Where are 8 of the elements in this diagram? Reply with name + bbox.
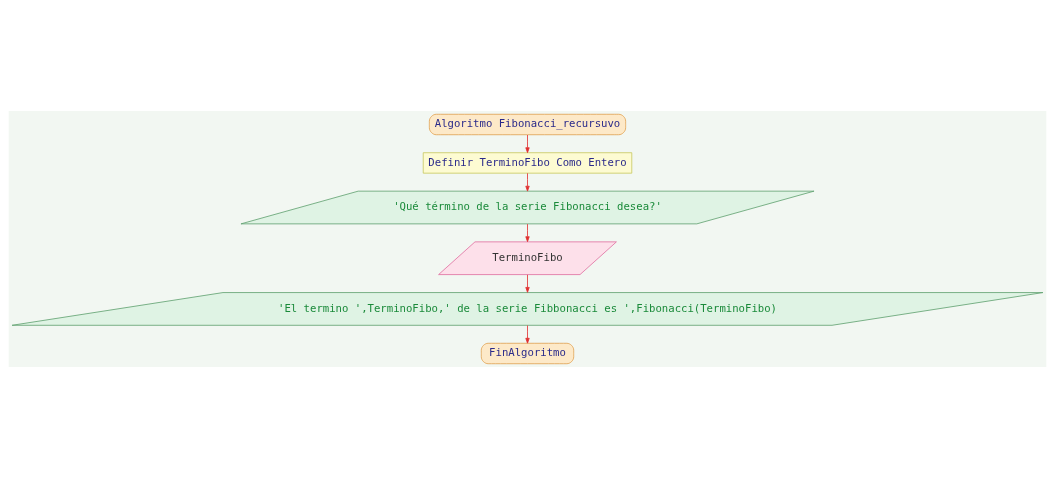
node-box: FinAlgoritmo [480,342,575,365]
arrow [525,325,530,344]
arrow [525,274,530,293]
arrow [525,172,530,192]
node-box: Algoritmo Fibonacci_recursuvo [428,113,627,136]
node-box: Definir TerminoFibo Como Entero [422,152,633,174]
arrow [525,223,530,243]
arrow [525,134,530,154]
